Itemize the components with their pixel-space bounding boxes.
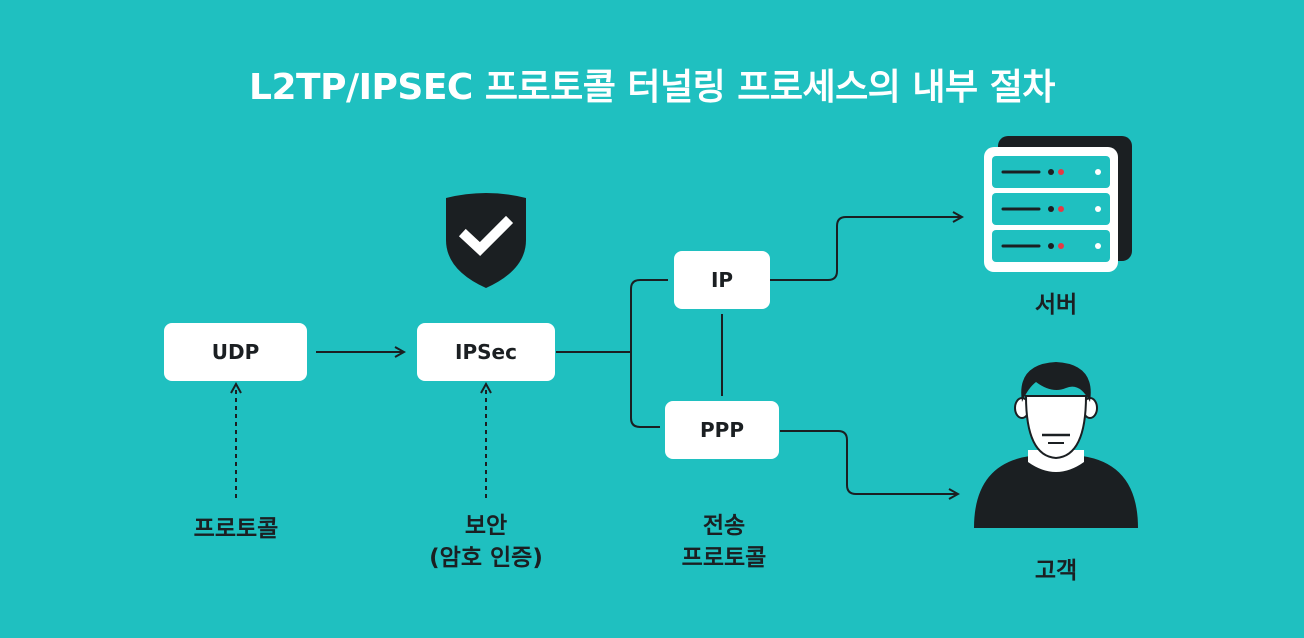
protocol-label: 프로토콜 (193, 516, 279, 542)
customer-label: 고객 (1034, 558, 1078, 584)
server-label: 서버 (1034, 292, 1078, 318)
ip-node-label: IP (710, 268, 734, 292)
ipsec-node-label: IPSec (455, 340, 517, 364)
ppp-to-customer-arrow (780, 430, 958, 494)
transport-label: 전송 프로토콜 (644, 510, 804, 574)
udp-node-label: UDP (211, 340, 260, 364)
shield-check-icon (446, 193, 526, 288)
security-label: 보안 (암호 인증) (400, 510, 572, 574)
ip-node: IP (674, 251, 770, 309)
security-label-line1: 보안 (464, 513, 508, 539)
server-rack-icon (984, 136, 1132, 272)
transport-label-line1: 전송 (702, 513, 746, 539)
ppp-node-label: PPP (700, 418, 744, 442)
transport-label-line2: 프로토콜 (681, 545, 767, 571)
ip-to-server-arrow (770, 217, 962, 281)
ipsec-to-ip-line (630, 279, 668, 428)
ipsec-node: IPSec (417, 323, 555, 381)
udp-node: UDP (164, 323, 307, 381)
person-icon (974, 362, 1138, 528)
security-label-line2: (암호 인증) (429, 545, 543, 571)
diagram-title: L2TP/IPSEC 프로토콜 터널링 프로세스의 내부 절차 (249, 67, 1055, 108)
ppp-node: PPP (665, 401, 779, 459)
